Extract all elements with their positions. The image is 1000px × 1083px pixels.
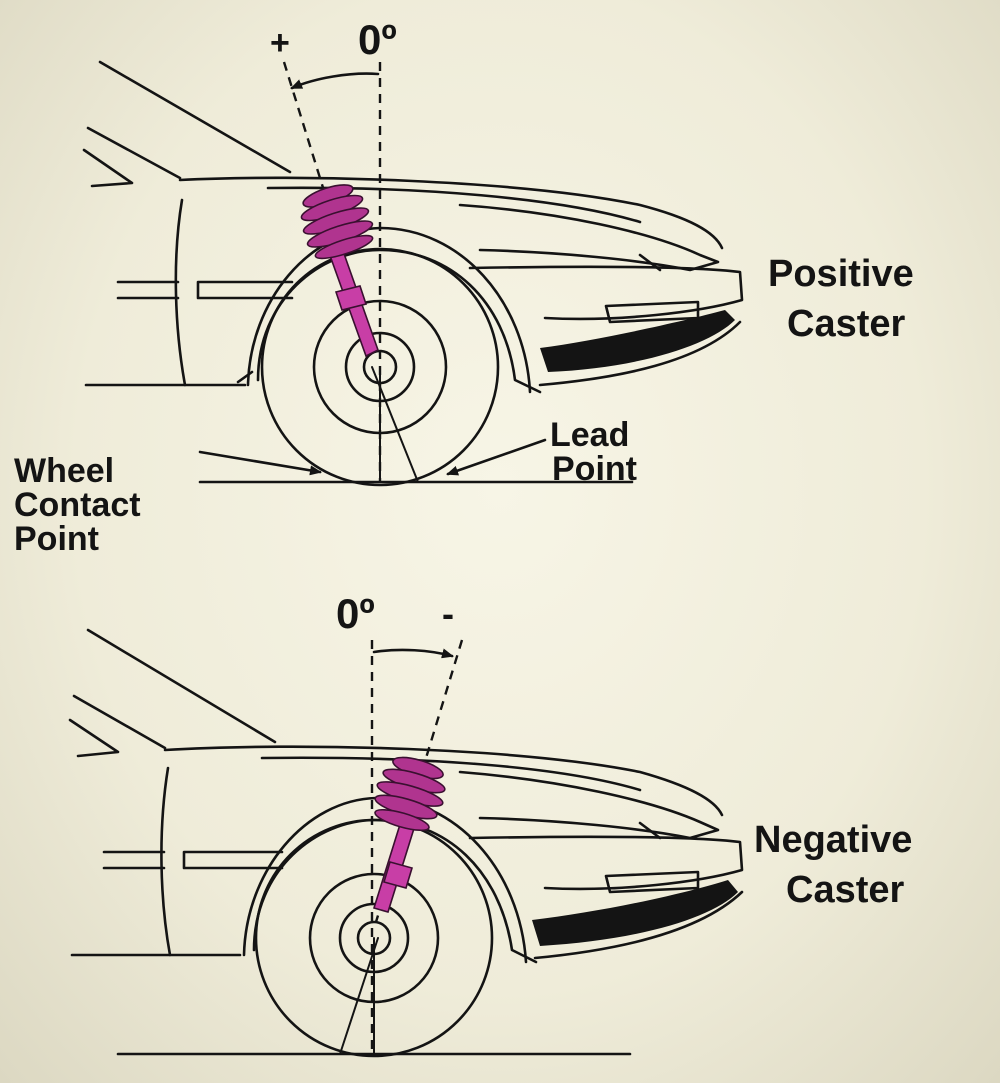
negative-caster-title-line2: Caster	[786, 869, 904, 911]
negative-caster-title-line1: Negative	[754, 819, 912, 861]
caster-angle-arc-bottom	[372, 648, 454, 659]
negative-caster-diagram: 0º - Negative Caster	[68, 590, 912, 1058]
wheel-contact-arrow	[198, 450, 322, 476]
lead-point-label-line2: Point	[552, 450, 637, 488]
positive-sign: +	[270, 24, 290, 62]
wheel-bottom	[254, 818, 494, 1058]
strut-spring-bottom	[372, 756, 446, 913]
positive-caster-title-line2: Caster	[787, 303, 905, 345]
lead-point-label-line1: Lead	[550, 416, 629, 454]
strut-spring-top	[300, 184, 379, 358]
car-body-top	[82, 60, 744, 394]
caster-angle-arc-top	[290, 72, 380, 90]
negative-sign: -	[442, 593, 454, 634]
car-body-bottom	[68, 628, 744, 964]
zero-angle-label-bottom: 0º	[336, 590, 375, 637]
positive-caster-title-line1: Positive	[768, 253, 914, 295]
wheel-contact-label-line2: Contact	[14, 486, 141, 524]
wheel-contact-label-line3: Point	[14, 520, 99, 558]
wheel-contact-label-line1: Wheel	[14, 452, 114, 490]
lead-point-arrow	[446, 438, 547, 476]
zero-angle-label-top: 0º	[358, 16, 397, 63]
positive-caster-diagram: + 0º Positive Caster Lead Point Wheel Co…	[14, 16, 914, 558]
